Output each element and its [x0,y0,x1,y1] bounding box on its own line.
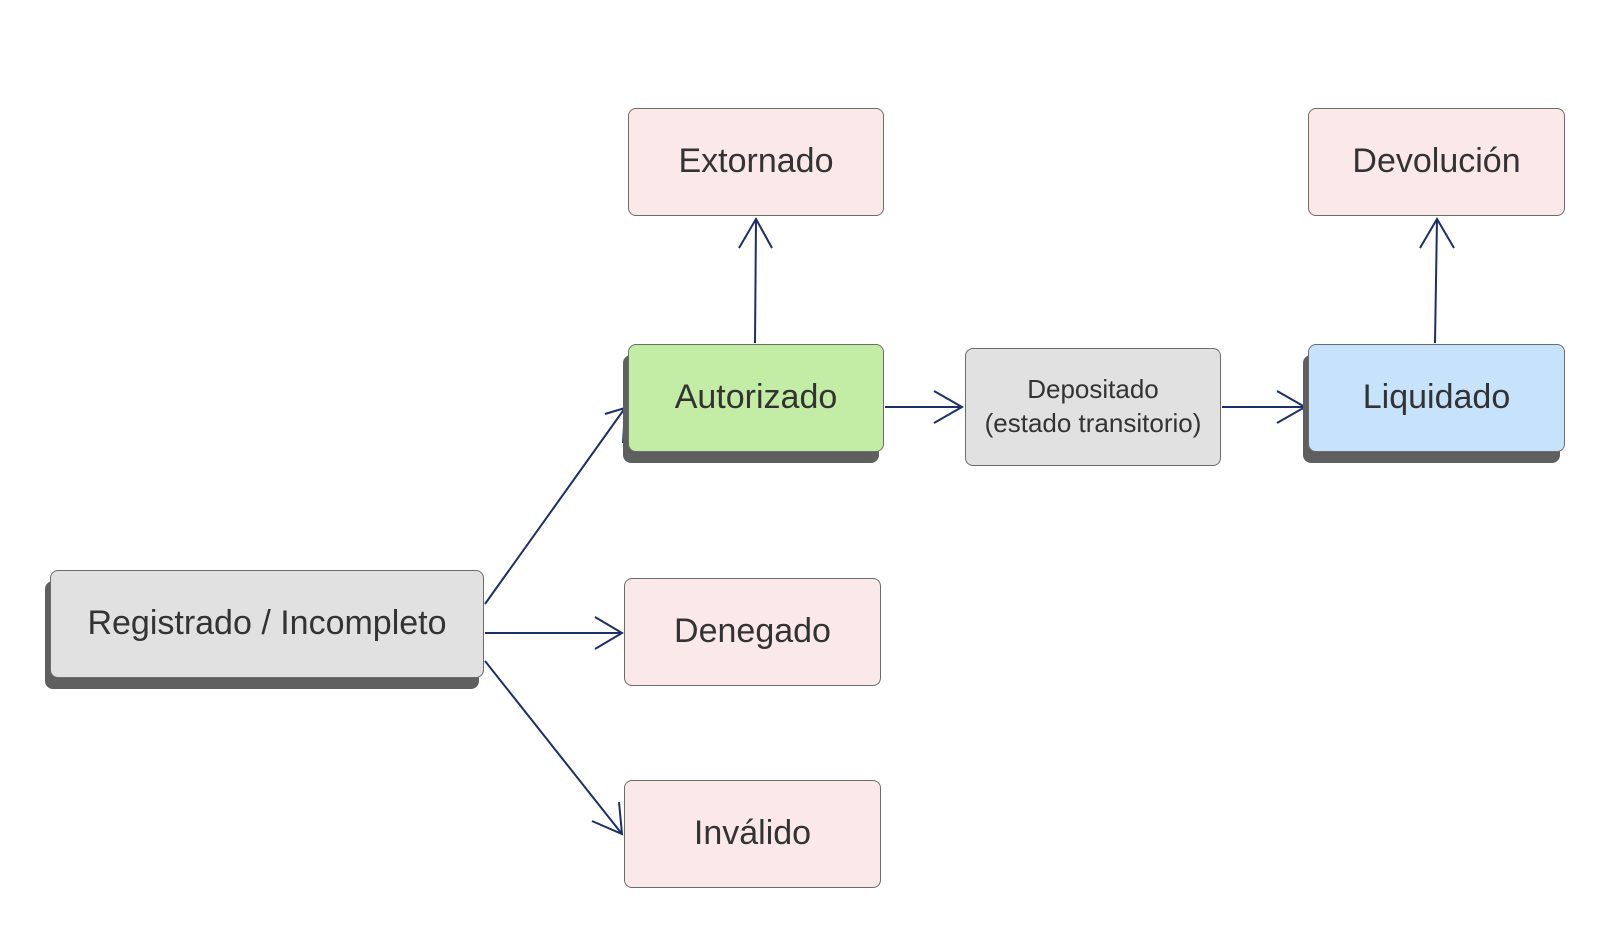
node-extornado[interactable]: Extornado [628,108,884,216]
node-denegado[interactable]: Denegado [624,578,881,686]
node-label: Devolución [1352,142,1521,181]
arrow-registrado-denegado [485,616,624,650]
node-label: Autorizado [674,378,838,417]
node-label: Extornado [678,142,834,181]
node-label: Depositado (estado transitorio) [985,373,1202,441]
node-depositado[interactable]: Depositado (estado transitorio) [965,348,1221,466]
node-invalido[interactable]: Inválido [624,780,881,888]
node-label: Denegado [674,612,831,651]
arrow-autorizado-extornado [738,216,773,344]
node-registrado-incompleto[interactable]: Registrado / Incompleto [50,570,484,678]
node-label: Registrado / Incompleto [87,604,447,643]
node-label: Inválido [693,814,812,853]
arrow-autorizado-depositado [885,390,965,424]
node-liquidado[interactable]: Liquidado [1308,344,1565,452]
arrow-registrado-autorizado [484,406,627,605]
arrow-depositado-liquidado [1222,390,1308,424]
node-label-line1: Depositado [1027,374,1159,405]
node-autorizado[interactable]: Autorizado [628,344,884,452]
node-label: Liquidado [1362,378,1511,417]
node-devolucion[interactable]: Devolución [1308,108,1565,216]
node-label-line2: (estado transitorio) [984,408,1202,438]
arrow-liquidado-devolucion [1419,217,1455,344]
arrow-registrado-invalido [484,660,624,836]
